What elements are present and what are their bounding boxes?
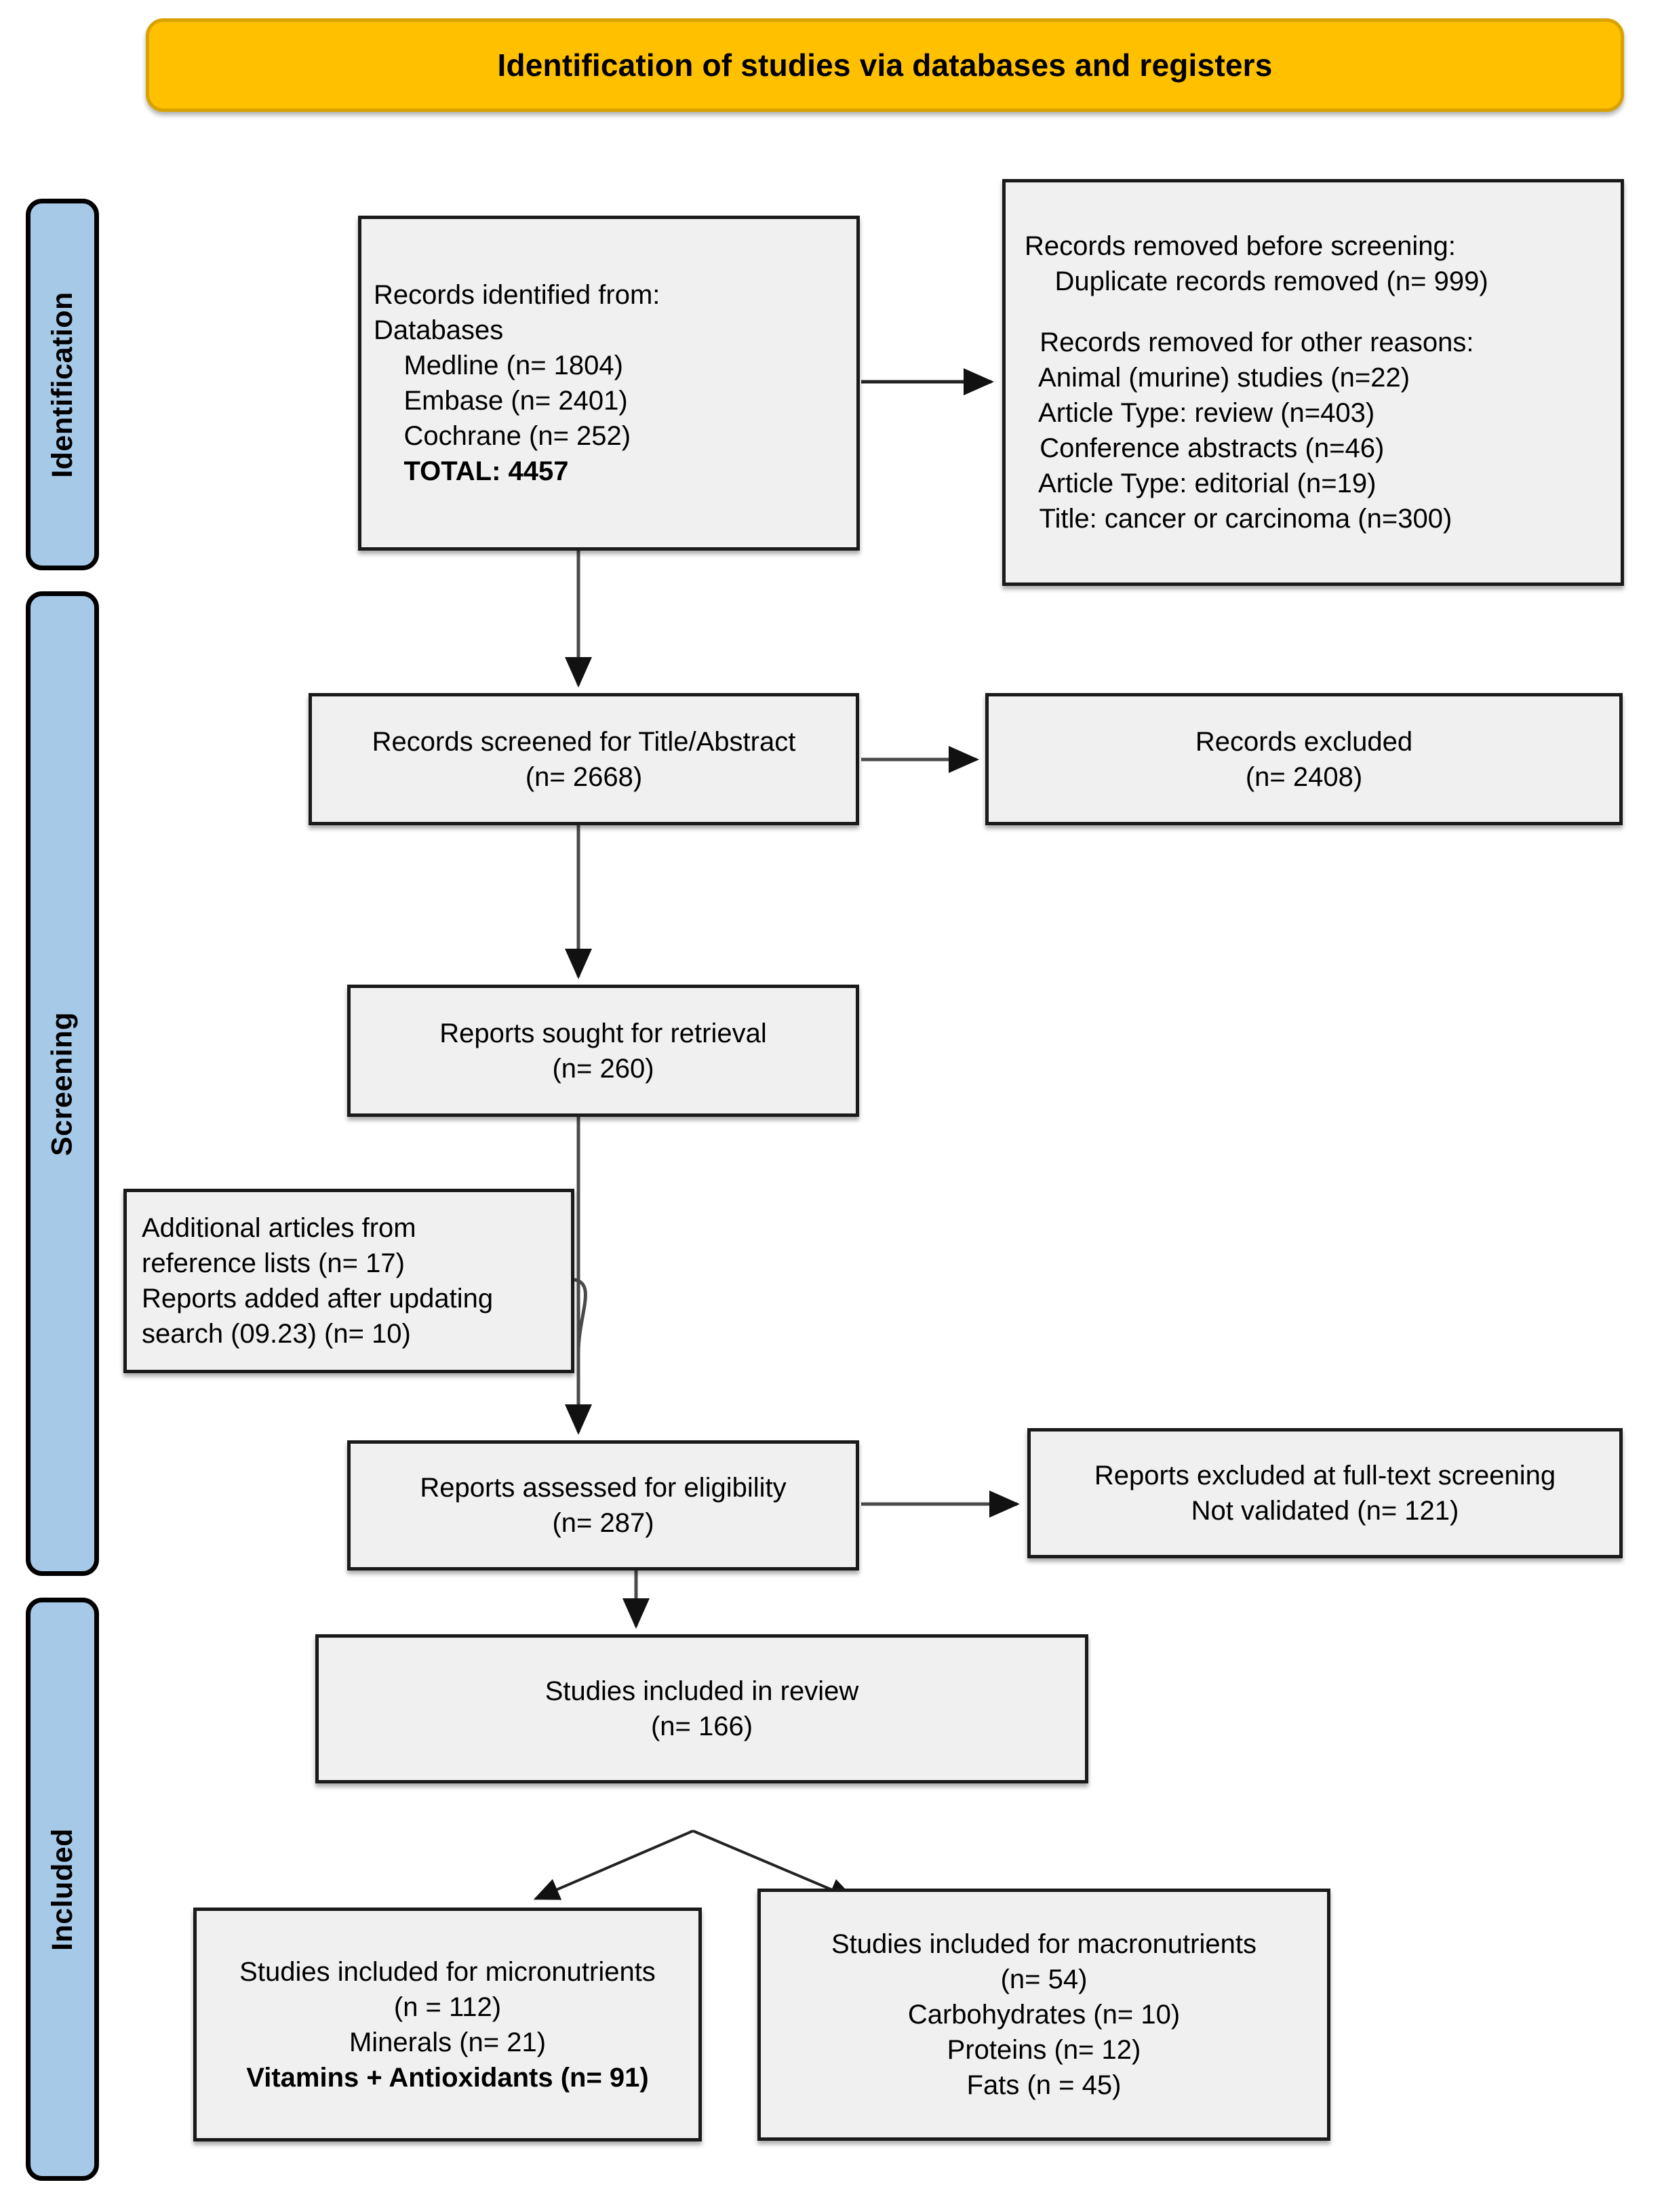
box-line: Records removed for other reasons: <box>1025 328 1474 357</box>
box-line: Article Type: editorial (n=19) <box>1025 469 1377 498</box>
box-text: Records removed before screening: Duplic… <box>1025 229 1608 536</box>
box-line: search (09.23) (n= 10) <box>142 1319 411 1349</box>
stage-label-screening: Screening <box>45 1011 79 1156</box>
stage-bar-included: Included <box>26 1598 99 2181</box>
box-line: Not validated (n= 121) <box>1191 1496 1459 1526</box>
box-line: Embase (n= 2401) <box>374 386 628 416</box>
box-text: Records identified from: Databases Medlin… <box>374 277 844 489</box>
box-line: (n= 287) <box>552 1508 654 1538</box>
reports-sought-box: Reports sought for retrieval (n= 260) <box>347 985 859 1117</box>
box-line: Studies included in review <box>545 1676 859 1706</box>
arrow-included-to-micronutrients <box>533 1830 694 1900</box>
box-line: Reports excluded at full-text screening <box>1094 1461 1556 1490</box>
box-line: Conference abstracts (n=46) <box>1025 433 1385 463</box>
box-line: (n= 2668) <box>525 762 643 792</box>
box-line: Fats (n = 45) <box>966 2070 1122 2100</box>
reports-eligibility-box: Reports assessed for eligibility (n= 287) <box>347 1440 859 1571</box>
curve-additional-to-spine <box>574 1278 587 1354</box>
box-line: Records screened for Title/Abstract <box>372 726 796 757</box>
box-text: Records excluded (n= 2408) <box>1001 724 1607 795</box>
box-line: reference lists (n= 17) <box>142 1248 405 1278</box>
studies-micronutrients-box: Studies included for micronutrients (n = … <box>193 1908 702 2141</box>
additional-articles-box: Additional articles from reference lists … <box>123 1189 574 1373</box>
box-line: TOTAL: 4457 <box>374 456 569 486</box>
box-line: Records removed before screening: <box>1025 231 1456 261</box>
box-line: Article Type: review (n=403) <box>1025 398 1375 428</box>
box-text: Reports assessed for eligibility (n= 287) <box>363 1470 844 1541</box>
stage-bar-identification: Identification <box>26 199 99 570</box>
box-line: Medline (n= 1804) <box>374 351 623 380</box>
box-text: Studies included for micronutrients (n = … <box>209 1954 686 2095</box>
diagram-title: Identification of studies via databases … <box>497 47 1273 83</box>
box-line <box>1025 299 1608 325</box>
box-line: Vitamins + Antioxidants (n= 91) <box>246 2062 649 2093</box>
diagram-header-banner: Identification of studies via databases … <box>146 18 1624 112</box>
studies-macronutrients-box: Studies included for macronutrients (n= 5… <box>757 1889 1330 2141</box>
stage-label-identification: Identification <box>45 291 79 478</box>
box-line: (n= 2408) <box>1245 762 1363 792</box>
box-line: Carbohydrates (n= 10) <box>907 2000 1181 2030</box>
records-identified-box: Records identified from: Databases Medlin… <box>358 216 860 551</box>
box-line: (n= 260) <box>552 1053 654 1084</box>
records-screened-box: Records screened for Title/Abstract (n= 2… <box>309 693 859 825</box>
stage-label-included: Included <box>45 1828 79 1951</box>
box-text: Studies included for macronutrients (n= 5… <box>773 1927 1315 2103</box>
box-line: (n= 54) <box>1000 1964 1088 1994</box>
box-line: Records excluded <box>1195 726 1413 757</box>
box-text: Records screened for Title/Abstract (n= 2… <box>324 724 844 795</box>
records-excluded-box: Records excluded (n= 2408) <box>985 693 1623 825</box>
box-line: Additional articles from <box>142 1213 416 1243</box>
box-line: Animal (murine) studies (n=22) <box>1025 363 1410 393</box>
box-line: Duplicate records removed (n= 999) <box>1025 266 1488 296</box>
stage-bar-screening: Screening <box>26 591 99 1576</box>
box-text: Studies included in review (n= 166) <box>331 1674 1073 1744</box>
box-line: Records identified from: <box>374 280 660 310</box>
box-line: Reports added after updating <box>142 1284 494 1314</box>
box-line: Reports sought for retrieval <box>439 1018 767 1048</box>
box-line: Cochrane (n= 252) <box>374 421 631 451</box>
box-line: (n = 112) <box>393 1992 502 2022</box>
box-text: Reports sought for retrieval (n= 260) <box>363 1016 844 1086</box>
records-removed-box: Records removed before screening: Duplic… <box>1002 179 1624 586</box>
box-line: Studies included for micronutrients <box>239 1956 656 1987</box>
box-line: Proteins (n= 12) <box>947 2035 1141 2065</box>
box-line: (n= 166) <box>650 1712 753 1741</box>
box-line: Title: cancer or carcinoma (n=300) <box>1025 504 1452 534</box>
box-text: Additional articles from reference lists … <box>142 1210 559 1351</box>
box-line: Minerals (n= 21) <box>349 2027 547 2057</box>
studies-included-review-box: Studies included in review (n= 166) <box>315 1634 1088 1783</box>
box-line: Studies included for macronutrients <box>831 1929 1257 1959</box>
box-line: Databases <box>374 315 504 345</box>
box-line: Reports assessed for eligibility <box>420 1473 787 1503</box>
